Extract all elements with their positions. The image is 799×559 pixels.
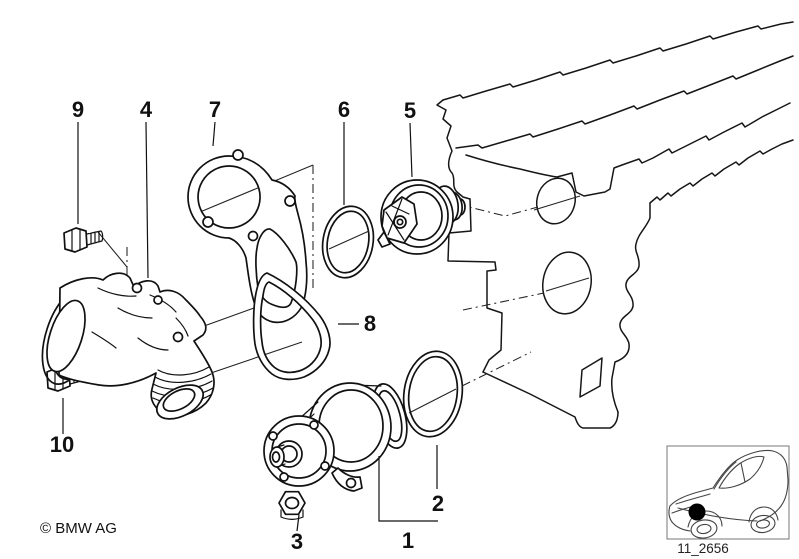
vehicle-thumbnail: 11_2656 [666, 445, 790, 556]
o-ring-6-axis [328, 230, 370, 250]
thermostat-bore-axis [533, 195, 581, 211]
valve-center [393, 215, 407, 229]
copyright-text: © BMW AG [40, 520, 117, 537]
block-face-cutout [579, 357, 603, 398]
water-pump-drawing [263, 382, 408, 492]
gasket-bolt-hole [284, 195, 296, 207]
pump-bore-axis-dashdot [462, 292, 545, 311]
o-ring-2-drawing [402, 350, 532, 438]
callout-3: 3 [291, 529, 303, 554]
thermostat-housing-drawing [41, 272, 215, 420]
flange-hole [268, 431, 278, 441]
thermostat-drawing [377, 179, 466, 255]
bracket-foot [377, 231, 391, 248]
water-pump-bore [542, 251, 592, 315]
fence-outlet-seal-line [210, 341, 303, 374]
ear-bolt-hole [345, 477, 357, 489]
gasket-bolt-hole [202, 216, 214, 228]
head-mid-edge [455, 55, 794, 149]
housing-gasket-drawing [187, 149, 308, 324]
flange-hole [279, 472, 289, 482]
flange-hole [309, 420, 319, 430]
housing-bolt-hole [153, 295, 163, 305]
outlet-bore [162, 388, 196, 412]
head-parting-edge [465, 102, 791, 197]
gasket-bolt-hole [247, 230, 259, 242]
profile-gasket-band [252, 272, 331, 381]
block-bottom-edge [482, 371, 619, 429]
thermostat-bore [535, 177, 577, 225]
leader-5 [409, 122, 413, 178]
o-ring-6-drawing [321, 205, 375, 279]
block-left-edge-notched [447, 198, 503, 373]
callout-5: 5 [404, 98, 416, 123]
bolt-head [63, 227, 88, 253]
leader-bracket-1 [378, 456, 438, 522]
callout-2: 2 [432, 491, 444, 516]
o-ring-inner [407, 355, 459, 433]
shaft-tip [271, 451, 281, 463]
valve-pin [396, 218, 404, 226]
shaft-nose [269, 446, 285, 468]
pump-bore-axis [545, 277, 590, 292]
callout-7: 7 [209, 97, 221, 122]
flange-hole [320, 461, 330, 471]
nut-depth [280, 509, 304, 520]
thermostat-axis-dashdot [456, 203, 539, 217]
gasket-bolt-hole [232, 149, 244, 161]
fence-gasket-axis [199, 164, 314, 213]
leader-4 [145, 121, 149, 279]
leader-3 [296, 514, 300, 532]
car-icon [668, 449, 789, 539]
bolt-head-facets [71, 228, 81, 251]
engine-block-drawing [436, 21, 794, 429]
part-location-dot [688, 503, 706, 521]
bolt-9-drawing [63, 227, 104, 253]
nut-bore [284, 496, 300, 510]
o-ring-2-axis-dashdot [461, 351, 532, 387]
callout-leader-lines [62, 121, 438, 532]
housing-bolt-hole [131, 282, 143, 294]
o-ring-2-axis [408, 388, 457, 414]
callout-10: 10 [50, 432, 74, 457]
nut-hex [278, 490, 306, 516]
valve-cover-top-edge [442, 21, 794, 101]
callout-8: 8 [364, 311, 376, 336]
vehicle-thumbnail-box [666, 445, 790, 540]
callout-6: 6 [338, 97, 350, 122]
o-ring-inner [326, 210, 370, 274]
leader-7 [212, 121, 216, 147]
block-torn-edge [649, 139, 794, 204]
head-left-end [436, 99, 471, 200]
collar-bore [46, 299, 86, 373]
callout-4: 4 [140, 97, 153, 122]
housing-bolt-hole [172, 331, 184, 343]
bolt-thread [86, 230, 104, 246]
callout-labels: 1 2 3 4 5 6 7 8 9 10 [50, 97, 444, 554]
profile-gasket-drawing [252, 272, 331, 381]
callout-9: 9 [72, 97, 84, 122]
callout-1: 1 [402, 528, 414, 553]
diagram-code-text: 11_2656 [677, 541, 729, 556]
gasket-plate [187, 155, 308, 324]
block-right-edge-wavy [611, 202, 651, 413]
casting-detail-lines [91, 287, 189, 351]
nut-drawing [278, 490, 306, 520]
